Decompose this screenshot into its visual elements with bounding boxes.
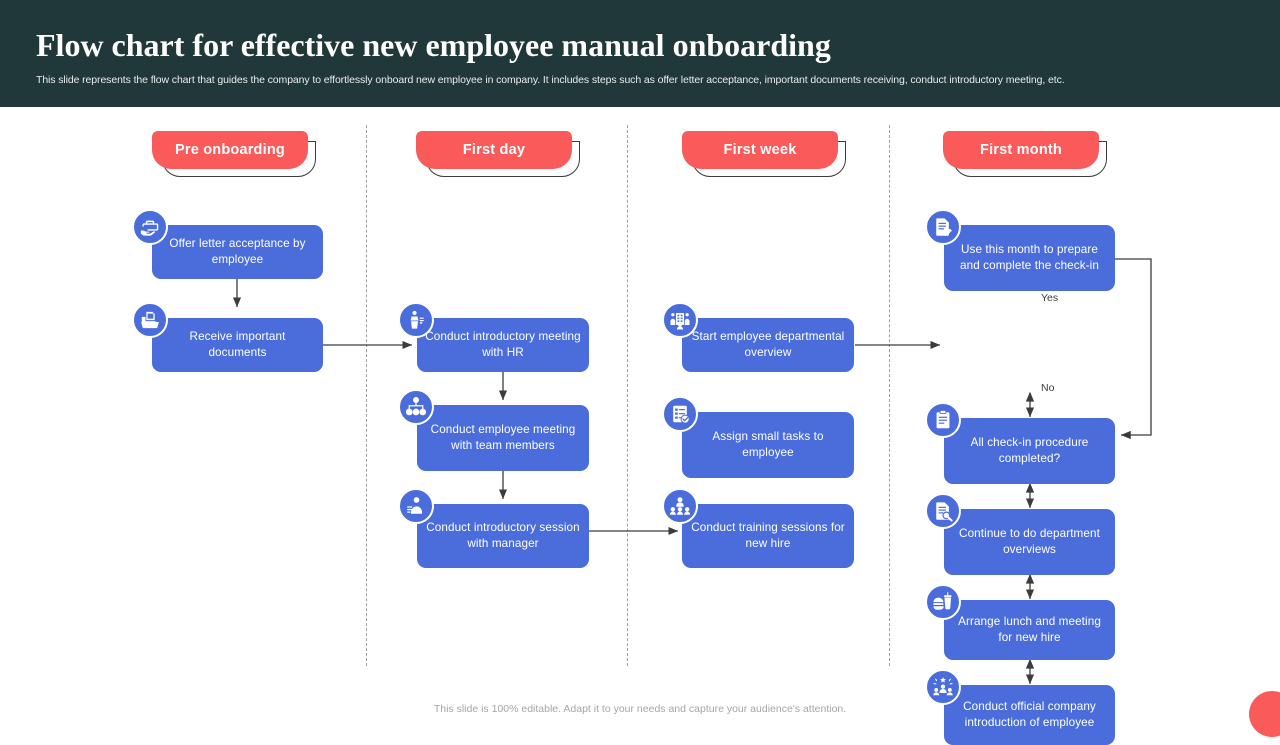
phase-banner-first-month[interactable]: First month xyxy=(943,131,1109,179)
edge-label-no: No xyxy=(1041,382,1055,394)
documents-folder-icon xyxy=(132,302,168,338)
node-training-sessions[interactable]: Conduct training sessions for new hire xyxy=(662,488,854,568)
manager-profile-icon xyxy=(398,488,434,524)
briefcase-handover-icon xyxy=(132,209,168,245)
node-prepare-checkin[interactable]: Use this month to prepare and complete t… xyxy=(925,209,1115,291)
phase-label: First day xyxy=(462,142,526,158)
node-box: Use this month to prepare and complete t… xyxy=(944,225,1115,291)
connector-layer xyxy=(0,107,1280,720)
node-assign-small-tasks[interactable]: Assign small tasks to employee xyxy=(662,396,854,478)
node-intro-meeting-hr[interactable]: Conduct introductory meeting with HR xyxy=(398,302,589,372)
node-box: Offer letter acceptance by employee xyxy=(152,225,323,279)
editable-note: This slide is 100% editable. Adapt it to… xyxy=(433,703,847,715)
column-divider-3 xyxy=(889,125,890,666)
node-label: Assign small tasks to employee xyxy=(712,430,824,459)
node-label: Conduct employee meeting with team membe… xyxy=(430,423,576,452)
celebration-team-icon xyxy=(925,669,961,705)
node-label: Arrange lunch and meeting for new hire xyxy=(958,615,1101,644)
node-box: Conduct introductory meeting with HR xyxy=(417,318,589,372)
phase-banner-pill: First month xyxy=(943,131,1099,169)
clipboard-check-icon xyxy=(925,402,961,438)
phase-label: Pre onboarding xyxy=(175,142,285,158)
phase-label: First month xyxy=(980,142,1062,158)
phase-banner-first-day[interactable]: First day xyxy=(416,131,582,179)
phase-banner-first-week[interactable]: First week xyxy=(682,131,848,179)
phase-banner-pre-onboarding[interactable]: Pre onboarding xyxy=(152,131,318,179)
node-team-meeting[interactable]: Conduct employee meeting with team membe… xyxy=(398,389,589,471)
node-box: All check-in procedure completed? xyxy=(944,418,1115,484)
page-subtitle: This slide represents the flow chart tha… xyxy=(36,74,1065,86)
node-label: All check-in procedure completed? xyxy=(970,436,1089,465)
node-offer-letter[interactable]: Offer letter acceptance by employee xyxy=(132,209,323,279)
node-receive-documents[interactable]: Receive important documents xyxy=(132,302,323,372)
node-box: Conduct introductory session with manage… xyxy=(417,504,589,568)
node-box: Conduct training sessions for new hire xyxy=(682,504,854,568)
node-label: Use this month to prepare and complete t… xyxy=(960,243,1099,272)
document-edit-icon xyxy=(925,209,961,245)
node-arrange-lunch[interactable]: Arrange lunch and meeting for new hire xyxy=(925,584,1115,660)
org-chart-icon xyxy=(398,389,434,425)
node-box: Receive important documents xyxy=(152,318,323,372)
node-label: Continue to do department overviews xyxy=(959,527,1100,556)
lunch-meal-icon xyxy=(925,584,961,620)
node-label: Offer letter acceptance by employee xyxy=(169,237,306,266)
task-checklist-icon xyxy=(662,396,698,432)
page-title: Flow chart for effective new employee ma… xyxy=(36,27,831,63)
node-label: Start employee departmental overview xyxy=(691,330,845,359)
document-search-icon xyxy=(925,493,961,529)
presenter-podium-icon xyxy=(398,302,434,338)
phase-banner-pill: First day xyxy=(416,131,572,169)
department-building-icon xyxy=(662,302,698,338)
node-official-introduction[interactable]: Conduct official company introduction of… xyxy=(925,669,1115,745)
node-label: Conduct introductory meeting with HR xyxy=(425,330,581,359)
column-divider-1 xyxy=(366,125,367,666)
column-divider-2 xyxy=(627,125,628,666)
node-checkin-completed[interactable]: All check-in procedure completed? xyxy=(925,402,1115,484)
flowchart-canvas: Pre onboarding First day First week Firs… xyxy=(0,107,1280,745)
node-label: Receive important documents xyxy=(189,330,286,359)
phase-banner-pill: Pre onboarding xyxy=(152,131,308,169)
phase-banner-pill: First week xyxy=(682,131,838,169)
node-label: Conduct introductory session with manage… xyxy=(426,521,580,550)
node-continue-overviews[interactable]: Continue to do department overviews xyxy=(925,493,1115,575)
node-box: Arrange lunch and meeting for new hire xyxy=(944,600,1115,660)
training-group-icon xyxy=(662,488,698,524)
slide-header: Flow chart for effective new employee ma… xyxy=(0,0,1280,107)
node-box: Conduct employee meeting with team membe… xyxy=(417,405,589,471)
node-box: Continue to do department overviews xyxy=(944,509,1115,575)
node-label: Conduct training sessions for new hire xyxy=(691,521,845,550)
edge-label-yes: Yes xyxy=(1041,292,1059,304)
node-intro-session-manager[interactable]: Conduct introductory session with manage… xyxy=(398,488,589,568)
node-departmental-overview[interactable]: Start employee departmental overview xyxy=(662,302,854,372)
node-box: Conduct official company introduction of… xyxy=(944,685,1115,745)
node-box: Start employee departmental overview xyxy=(682,318,854,372)
phase-label: First week xyxy=(723,142,797,158)
node-box: Assign small tasks to employee xyxy=(682,412,854,478)
